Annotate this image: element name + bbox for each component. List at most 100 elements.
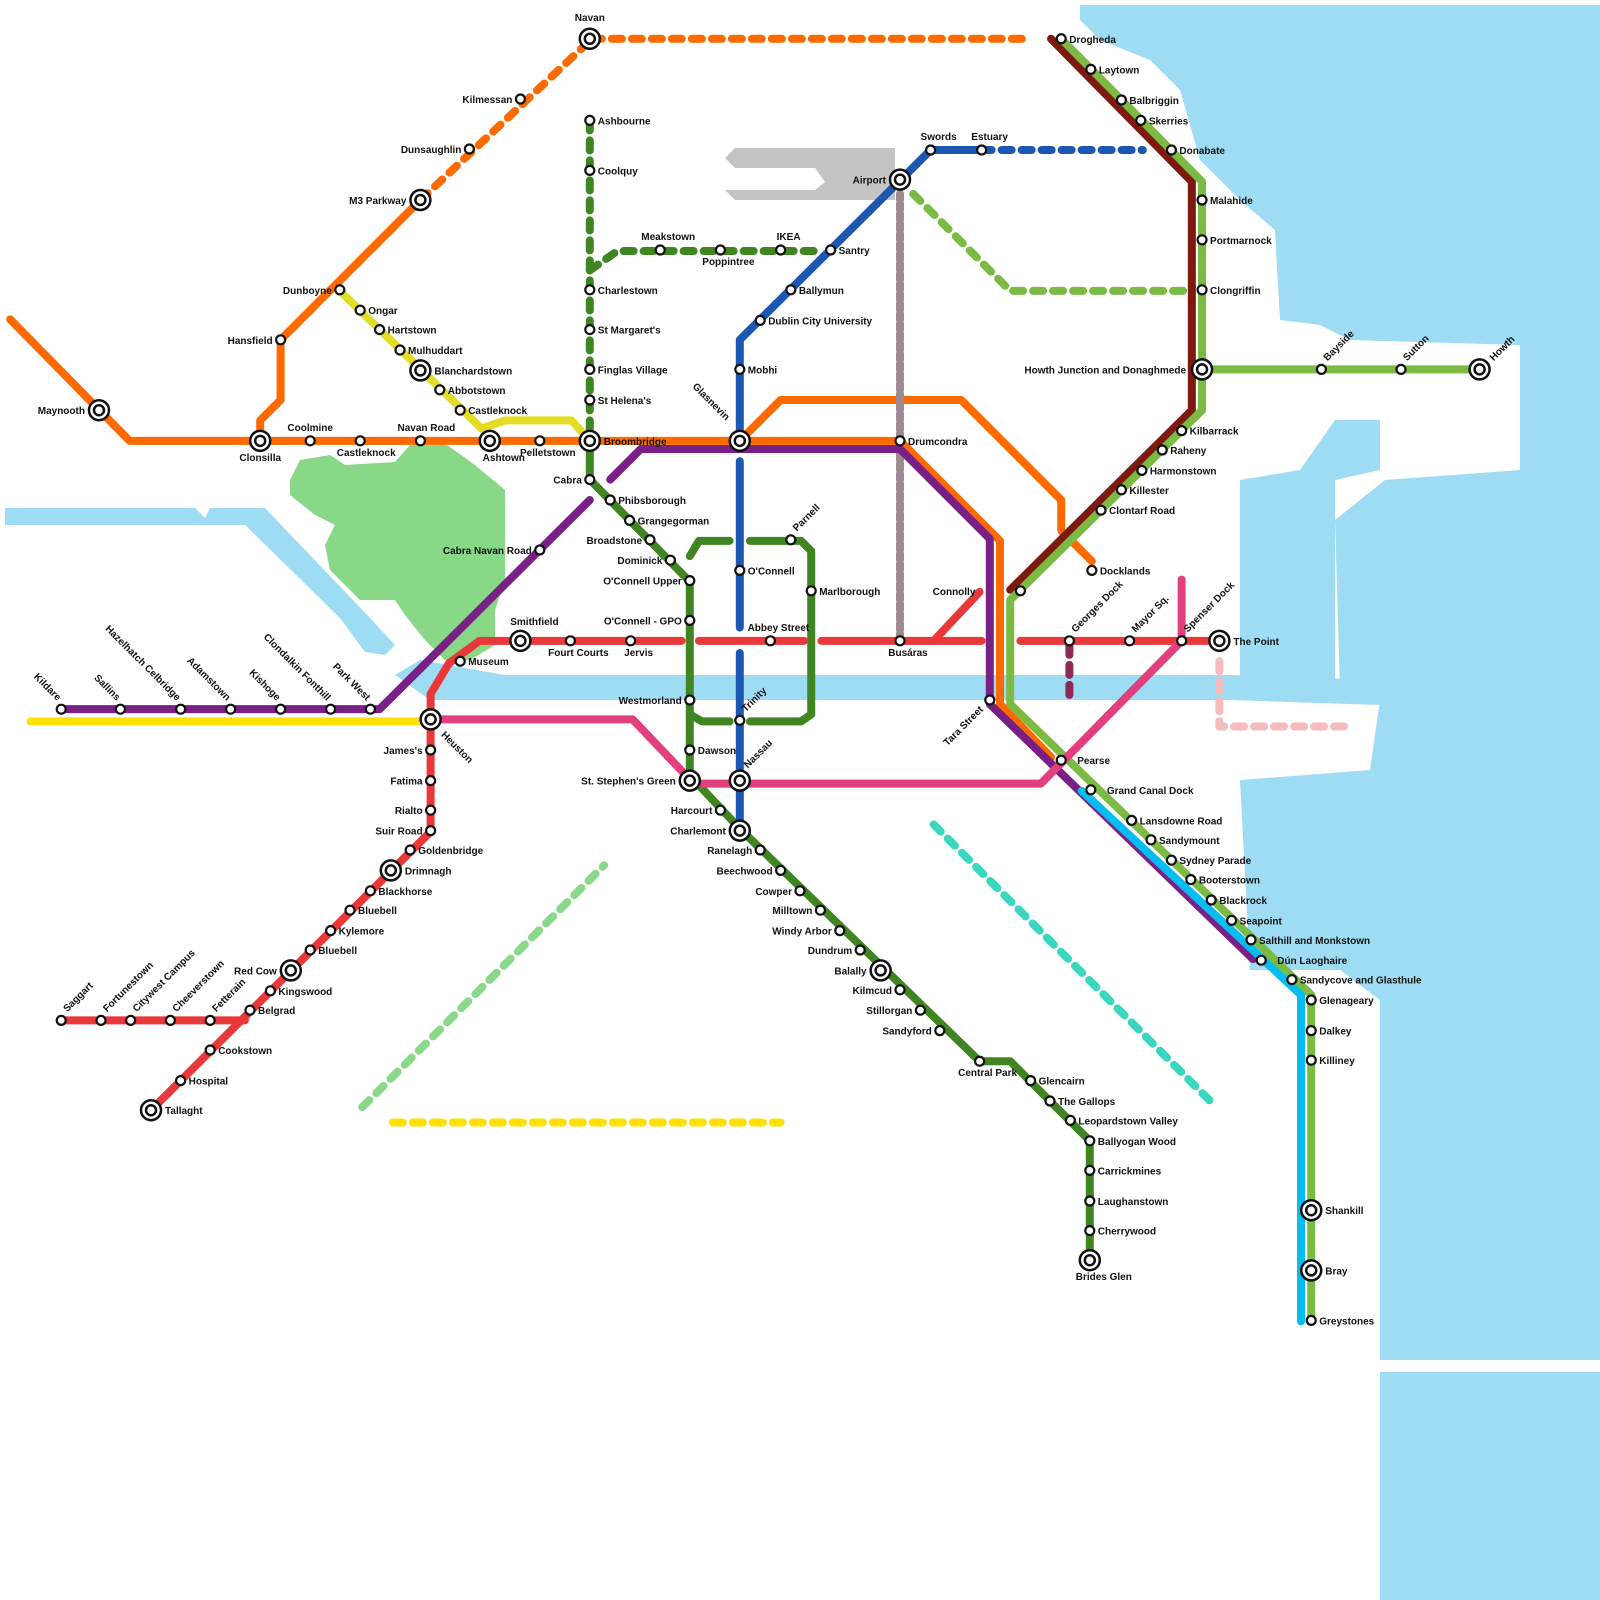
station-balally[interactable]: Balally [834,959,892,982]
station-parnell[interactable]: Parnell [785,502,823,546]
station-redcow[interactable]: Red Cow [234,959,303,982]
station-sydneyparade[interactable]: Sydney Parade [1165,854,1252,868]
station-airport[interactable]: Airport [853,168,912,191]
station-bluebell2[interactable]: Bluebell [304,944,358,958]
station-cabra[interactable]: Cabra [553,473,596,487]
station-hartstown[interactable]: Hartstown [373,323,436,337]
station-oconnellgpo[interactable]: O'Connell - GPO [604,614,696,628]
station-estuary[interactable]: Estuary [971,132,1008,156]
station-cabranavan[interactable]: Cabra Navan Road [443,544,546,558]
station-dunsaughlin[interactable]: Dunsaughlin [401,143,475,156]
station-ashtown[interactable]: Ashtown [478,429,525,464]
station-oconnell[interactable]: O'Connell [734,564,795,578]
station-beechwood[interactable]: Beechwood [716,864,787,878]
station-blackrock[interactable]: Blackrock [1205,894,1268,908]
station-bridesglen[interactable]: Brides Glen [1076,1248,1132,1283]
station-tarastreet[interactable]: Tara Street [942,694,996,749]
station-broadstone[interactable]: Broadstone [586,534,656,547]
station-bray[interactable]: Bray [1299,1259,1348,1282]
station-swords[interactable]: Swords [921,132,958,156]
station-clontarf[interactable]: Clontarf Road [1095,504,1176,518]
station-ongar[interactable]: Ongar [354,304,398,318]
station-adamstown[interactable]: Adamstown [184,655,237,715]
station-grandcanal[interactable]: Grand Canal Dock [1085,784,1194,797]
station-kingswood[interactable]: Kingswood [264,985,332,998]
station-mobhi[interactable]: Mobhi [734,363,777,377]
station-killester[interactable]: Killester [1115,484,1169,497]
station-charlemont[interactable]: Charlemont [670,819,752,842]
station-glencairn[interactable]: Glencairn [1025,1075,1085,1088]
station-grangegorman[interactable]: Grangegorman [623,514,709,528]
station-blanchardstown[interactable]: Blanchardstown [409,359,512,382]
station-santry[interactable]: Santry [825,244,870,258]
station-fourcourts[interactable]: Fourt Courts [548,635,609,659]
station-dalkey[interactable]: Dalkey [1305,1025,1352,1038]
station-bluebell1[interactable]: Bluebell [344,904,398,918]
station-kilmessan[interactable]: Kilmessan [462,93,527,106]
station-lansdowne[interactable]: Lansdowne Road [1126,814,1222,828]
station-hansfield[interactable]: Hansfield [228,334,287,347]
station-stmargarets[interactable]: St Margaret's [584,323,661,337]
station-stillorgan[interactable]: Stillorgan [866,1004,927,1018]
station-clonsilla[interactable]: Clonsilla [239,429,281,464]
station-sthelenas[interactable]: St Helena's [584,394,652,408]
station-dunboyne[interactable]: Dunboyne [283,284,346,297]
station-georgesdock[interactable]: Georges Dock [1063,579,1126,647]
station-goldenbridge[interactable]: Goldenbridge [404,844,484,858]
station-ikea[interactable]: IKEA [775,232,801,256]
station-glenageary[interactable]: Glenageary [1305,994,1374,1008]
station-sandyford[interactable]: Sandyford [882,1025,946,1038]
station-museum[interactable]: Museum [454,655,509,669]
station-ashbourne[interactable]: Ashbourne [584,114,651,128]
station-raheny[interactable]: Raheny [1156,444,1207,458]
station-jervis[interactable]: Jervis [624,635,654,659]
station-charlestown[interactable]: Charlestown [584,284,658,297]
station-thepoint[interactable]: The Point [1208,629,1280,653]
station-belgrad[interactable]: Belgrad [244,1004,296,1018]
station-ranelagh[interactable]: Ranelagh [707,844,766,858]
station-clondalkin[interactable]: Clondalkin Fonthill [261,632,337,715]
station-carrickmines[interactable]: Carrickmines [1084,1164,1162,1178]
station-malahide[interactable]: Malahide [1196,194,1254,208]
station-abbeystreet[interactable]: Abbey Street [748,623,810,647]
station-cookstown[interactable]: Cookstown [204,1044,272,1058]
station-hospital[interactable]: Hospital [175,1075,228,1088]
station-busaras[interactable]: Busáras [888,635,928,659]
station-greystones[interactable]: Greystones [1305,1314,1375,1328]
station-pearse[interactable]: Pearse [1055,754,1111,768]
station-tallaght[interactable]: Tallaght [139,1098,203,1122]
station-kildare[interactable]: Kildare [31,672,67,715]
station-drumcondra[interactable]: Drumcondra [894,435,968,448]
station-pelletstown[interactable]: Pelletstown [520,435,576,459]
station-killiney[interactable]: Killiney [1305,1054,1356,1068]
station-ballymun[interactable]: Ballymun [785,284,844,297]
station-dawson[interactable]: Dawson [684,744,736,758]
station-marlborough[interactable]: Marlborough [805,585,881,598]
station-howthjct[interactable]: Howth Junction and Donaghmede [1024,358,1214,381]
station-dominick[interactable]: Dominick [617,554,677,568]
station-castleknock[interactable]: Castleknock [337,435,396,459]
station-blackhorse[interactable]: Blackhorse [364,885,433,898]
station-docklands[interactable]: Docklands [1086,564,1151,578]
station-kilbarrack[interactable]: Kilbarrack [1176,425,1239,438]
station-windyarbor[interactable]: Windy Arbor [772,925,846,938]
station-ststephens[interactable]: St. Stephen's Green [581,769,702,792]
station-oconnellupper[interactable]: O'Connell Upper [603,575,696,588]
station-milltown[interactable]: Milltown [772,904,827,918]
station-mulhuddart[interactable]: Mulhuddart [394,344,464,358]
station-donabate[interactable]: Donabate [1165,144,1226,158]
station-portmarnock[interactable]: Portmarnock [1196,234,1273,247]
station-harmonstown[interactable]: Harmonstown [1136,464,1217,478]
station-kylemore[interactable]: Kylemore [325,925,385,938]
station-coolmine[interactable]: Coolmine [287,423,333,447]
station-ballyogan[interactable]: Ballyogan Wood [1084,1135,1176,1148]
station-cowper[interactable]: Cowper [755,885,806,898]
station-laughanstown[interactable]: Laughanstown [1084,1195,1168,1209]
station-broombridge[interactable]: Broombridge [578,429,667,453]
station-laytown[interactable]: Laytown [1085,63,1139,77]
station-drimnagh[interactable]: Drimnagh [379,859,452,882]
station-dundrum[interactable]: Dundrum [808,944,866,958]
station-navan[interactable]: Navan [575,13,605,51]
station-navanroad[interactable]: Navan Road [398,423,456,447]
station-dunlaoghaire[interactable]: Dún Laoghaire [1255,954,1348,968]
